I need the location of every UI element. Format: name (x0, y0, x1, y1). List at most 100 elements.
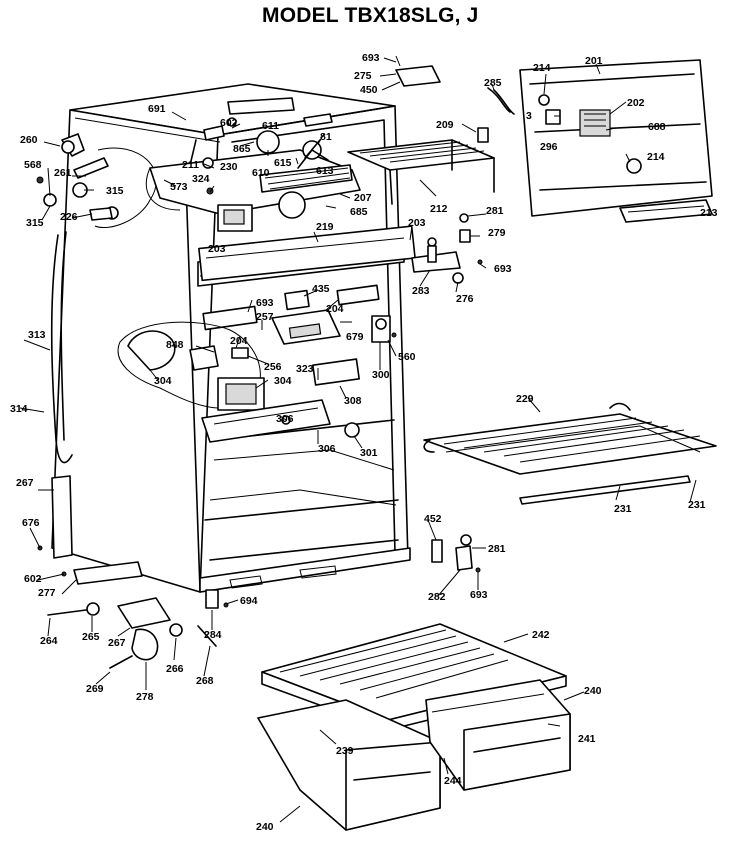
door-hinge-parts (411, 213, 483, 284)
label-306b: 306 (318, 443, 336, 455)
label-214b: 214 (647, 151, 665, 163)
label-261: 261 (54, 167, 72, 179)
freezer-shelf (347, 139, 495, 205)
label-679: 679 (346, 331, 364, 343)
label-244: 244 (444, 775, 462, 787)
label-229: 229 (516, 393, 534, 405)
label-279: 279 (488, 227, 506, 239)
label-242: 242 (532, 629, 550, 641)
wire-harness (487, 87, 515, 115)
label-267b: 267 (108, 637, 126, 649)
model-title: MODEL TBX18SLG, J (262, 4, 479, 27)
label-281b: 281 (488, 543, 506, 555)
label-278: 278 (136, 691, 154, 703)
label-324: 324 (192, 173, 210, 185)
label-275: 275 (354, 70, 372, 82)
label-685: 685 (350, 206, 368, 218)
bracket-452 (431, 539, 443, 563)
label-848: 848 (166, 339, 184, 351)
label-560: 560 (398, 351, 416, 363)
label-315b: 315 (26, 217, 44, 229)
label-304b: 304 (274, 375, 292, 387)
crisper-drawers (257, 679, 571, 831)
label-260: 260 (20, 134, 38, 146)
drain-tube (50, 234, 73, 464)
label-203: 203 (408, 217, 426, 229)
label-688: 688 (648, 121, 666, 133)
label-602b: 602 (24, 573, 42, 585)
label-315: 315 (106, 185, 124, 197)
label-313: 313 (28, 329, 46, 341)
label-267: 267 (16, 477, 34, 489)
label-211: 211 (182, 159, 199, 171)
label-296: 296 (540, 141, 558, 153)
label-269: 269 (86, 683, 104, 695)
leader-lines (19, 57, 697, 823)
refrigerator-shelf (423, 402, 717, 505)
label-314: 314 (10, 403, 28, 415)
label-277: 277 (38, 587, 56, 599)
label-3: 3 (526, 110, 532, 122)
label-323: 323 (296, 363, 314, 375)
label-693c: 693 (256, 297, 274, 309)
label-284: 284 (204, 629, 222, 641)
label-573: 573 (170, 181, 188, 193)
label-613: 613 (316, 165, 334, 177)
label-214: 214 (533, 62, 551, 74)
label-865: 865 (233, 143, 251, 155)
label-266: 266 (166, 663, 184, 675)
label-283: 283 (412, 285, 430, 297)
fresh-food-controls (117, 225, 416, 443)
label-265: 265 (82, 631, 100, 643)
label-611: 611 (262, 120, 279, 132)
control-panel-housing (519, 59, 713, 223)
label-230: 230 (220, 161, 238, 173)
label-209: 209 (436, 119, 454, 131)
label-213: 213 (700, 207, 718, 219)
label-676: 676 (22, 517, 40, 529)
label-308: 308 (344, 395, 362, 407)
bottom-parts-left (37, 475, 229, 669)
label-615: 615 (274, 157, 292, 169)
label-201: 201 (585, 55, 603, 67)
label-304: 304 (154, 375, 172, 387)
label-300: 300 (372, 369, 390, 381)
label-602: 602 (220, 117, 238, 129)
label-256: 256 (264, 361, 282, 373)
label-203b: 203 (208, 243, 226, 255)
label-282: 282 (428, 591, 446, 603)
label-257: 257 (256, 311, 274, 323)
label-204b: 204 (230, 335, 248, 347)
label-276: 276 (456, 293, 474, 305)
label-240: 240 (584, 685, 602, 697)
label-694: 694 (240, 595, 258, 607)
label-301: 301 (360, 447, 378, 459)
label-264: 264 (40, 635, 58, 647)
label-204: 204 (326, 303, 344, 315)
label-231b: 231 (688, 499, 706, 511)
label-219: 219 (316, 221, 334, 233)
label-435: 435 (312, 283, 330, 295)
label-452: 452 (424, 513, 442, 525)
label-306: 306 (276, 413, 294, 425)
label-207: 207 (354, 192, 372, 204)
label-268: 268 (196, 675, 214, 687)
part-number-labels: 693 275 450 285 214 201 202 3 296 688 21… (10, 52, 718, 833)
label-231: 231 (614, 503, 632, 515)
label-610: 610 (252, 167, 270, 179)
evaporator-fan-assembly (145, 97, 361, 232)
label-226: 226 (60, 211, 78, 223)
label-281: 281 (486, 205, 504, 217)
label-81: 81 (320, 131, 332, 143)
label-241: 241 (578, 733, 596, 745)
label-693b: 693 (494, 263, 512, 275)
label-450: 450 (360, 84, 378, 96)
label-240b: 240 (256, 821, 274, 833)
label-693d: 693 (470, 589, 488, 601)
control-parts-left (36, 133, 157, 228)
label-693: 693 (362, 52, 380, 64)
label-212: 212 (430, 203, 448, 215)
label-568: 568 (24, 159, 42, 171)
label-239: 239 (336, 745, 354, 757)
